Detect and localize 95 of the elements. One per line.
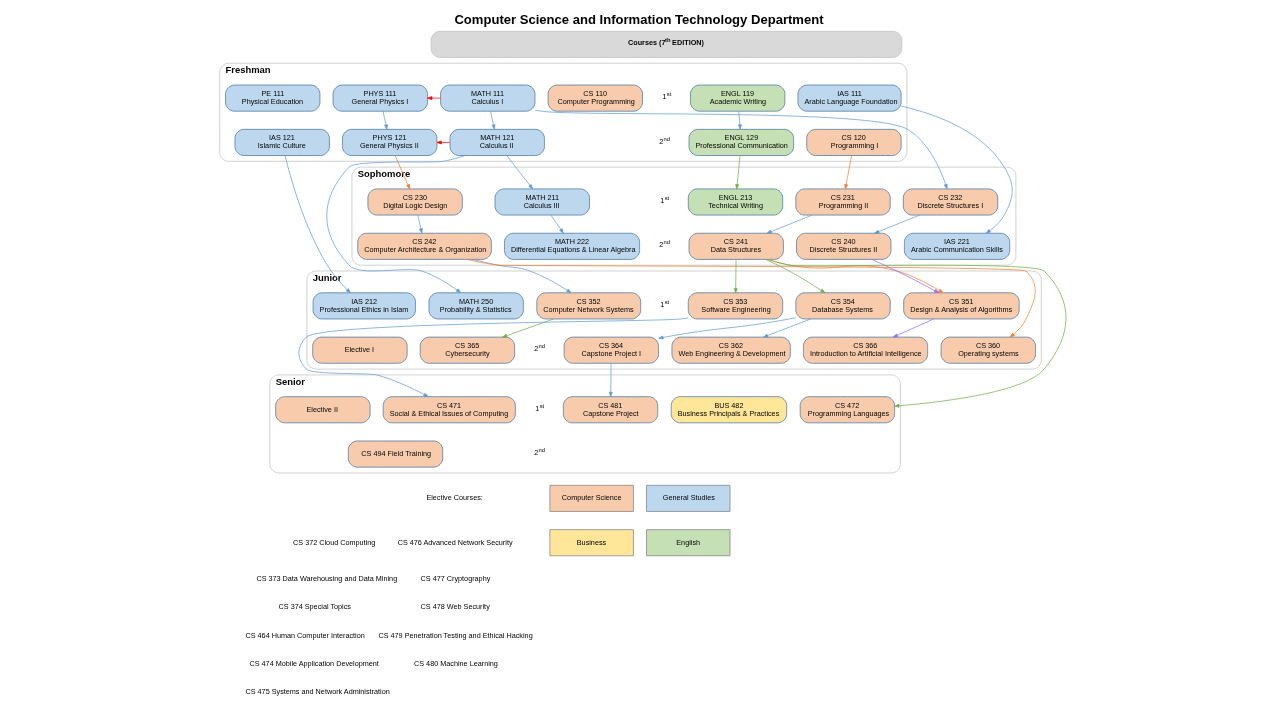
node-box: CS 364 Capstone Project I bbox=[563, 336, 659, 364]
arrow bbox=[427, 96, 441, 100]
node-box: BUS 482 Business Principals & Practices bbox=[670, 396, 788, 424]
node-box: CS 120 Programming I bbox=[806, 129, 902, 156]
arrow bbox=[608, 363, 613, 397]
arrow bbox=[436, 140, 451, 145]
legend-label: General Studies bbox=[662, 493, 715, 503]
node-box: CS 494 Field Training bbox=[347, 440, 444, 468]
node-box: Elective I bbox=[312, 336, 408, 364]
arrow bbox=[767, 259, 1067, 408]
node-box: PE 111 Physical Education bbox=[225, 84, 321, 112]
node-box: CS 481 Capstone Project bbox=[562, 396, 659, 424]
arrow bbox=[472, 259, 572, 294]
node-box: Elective II bbox=[275, 396, 371, 424]
label: CS 480 Machine Learning bbox=[414, 658, 498, 668]
node-box: CS 471 Social & Ethical Issues of Computing bbox=[382, 396, 516, 424]
node-box: CS 360 Operating systems bbox=[940, 336, 1036, 364]
arrow bbox=[765, 259, 826, 294]
arrow bbox=[844, 155, 852, 190]
label: 2$^{nd}$ bbox=[659, 239, 671, 250]
node-box: IAS 111 Arabic Language Foundation bbox=[797, 84, 902, 112]
node-box: IAS 121 Islamic Culture bbox=[234, 129, 330, 156]
arrow bbox=[502, 318, 555, 338]
node-box: PHYS 121 General Physics II bbox=[342, 129, 438, 156]
arrow bbox=[284, 155, 351, 294]
node-box: CS 354 Database Systems bbox=[795, 292, 891, 320]
node-box: CS 353 Software Engineering bbox=[687, 292, 784, 320]
label: CS 373 Data Warehousing and Data Mining bbox=[256, 573, 398, 583]
label: CS 478 Web Security bbox=[420, 602, 490, 612]
label: 1$^{st}$ bbox=[535, 402, 545, 413]
node-box: CS 352 Computer Network Systems bbox=[536, 292, 642, 320]
arrow bbox=[735, 155, 741, 190]
node-box: CS 362 Web Engineering & Development bbox=[671, 336, 791, 364]
label: 2$^{nd}$ bbox=[534, 447, 546, 458]
label: 1$^{st}$ bbox=[662, 91, 672, 102]
legend-label: Business bbox=[576, 537, 607, 547]
label: CS 476 Advanced Network Security bbox=[397, 537, 513, 547]
node-box: MATH 250 Probability & Statistics bbox=[428, 292, 524, 320]
arrow bbox=[467, 259, 1036, 338]
node-box: CS 365 Cybersecurity bbox=[419, 336, 516, 364]
node-box: CS 241 Data Structures bbox=[688, 232, 784, 260]
label: 1$^{st}$ bbox=[660, 195, 670, 206]
arrow bbox=[534, 109, 948, 190]
node-box: IAS 221 Arabic Communication Skills bbox=[904, 232, 1011, 260]
node-box: MATH 211 Calculus III bbox=[494, 188, 590, 216]
arrow bbox=[766, 214, 813, 234]
arrow bbox=[394, 155, 411, 190]
node-box: ENGL 129 Professional Communication bbox=[688, 129, 794, 156]
label: CS 372 Cloud Computing bbox=[293, 537, 376, 547]
arrow bbox=[763, 318, 811, 338]
node-box: MATH 222 Differential Equations & Linear Algebra bbox=[504, 232, 640, 260]
node-box: CS 240 Discrete Structures II bbox=[796, 232, 892, 260]
arrow bbox=[490, 110, 496, 130]
arrow bbox=[892, 318, 935, 338]
label: CS 479 Penetration Testing and Ethical Hacking bbox=[378, 630, 533, 640]
node-box: CS 242 Computer Architecture & Organization bbox=[357, 232, 492, 260]
arrow bbox=[767, 259, 944, 294]
node-box: CS 110 Computer Programming bbox=[547, 84, 643, 112]
arrow bbox=[506, 155, 534, 190]
node-box: MATH 111 Calculus I bbox=[440, 84, 536, 112]
arrow bbox=[658, 317, 796, 340]
diagram-title: Computer Science and Information Technology Department bbox=[454, 11, 824, 27]
arrow bbox=[298, 317, 689, 397]
arrow bbox=[417, 214, 423, 234]
node-box: CS 231 Programming II bbox=[795, 188, 891, 216]
arrow bbox=[733, 259, 738, 294]
node-box: ENGL 213 Technical Writing bbox=[687, 188, 784, 216]
label: 1$^{st}$ bbox=[660, 298, 670, 309]
node-box: CS 472 Programming Languages bbox=[799, 396, 895, 424]
label: 2$^{nd}$ bbox=[659, 135, 671, 146]
label: CS 474 Mobile Application Development bbox=[249, 658, 379, 668]
label: CS 475 Systems and Network Administration bbox=[245, 687, 390, 697]
arrow bbox=[874, 214, 920, 234]
node-box: ENGL 119 Academic Writing bbox=[690, 84, 786, 112]
node-box: IAS 212 Professional Ethics in Islam bbox=[312, 292, 416, 320]
node-box: PHYS 111 General Physics I bbox=[332, 84, 428, 112]
legend-label: Computer Science bbox=[561, 493, 622, 503]
arrow bbox=[900, 105, 1013, 234]
node-box: CS 230 Digital Logic Design bbox=[367, 188, 463, 216]
label: CS 477 Cryptography bbox=[420, 573, 491, 583]
label: Elective Courses: bbox=[426, 493, 483, 503]
label: 2$^{nd}$ bbox=[534, 343, 546, 354]
arrow bbox=[326, 155, 466, 294]
legend-label: English bbox=[676, 537, 701, 547]
node-box: CS 366 Introduction to Artificial Intelligence bbox=[803, 336, 928, 364]
label: CS 374 Special Topics bbox=[278, 602, 351, 612]
arrow bbox=[738, 110, 742, 130]
node-box: MATH 121 Calculus II bbox=[449, 129, 545, 156]
node-box: CS 232 Discrete Structures I bbox=[902, 188, 999, 216]
label: Courses (7$^{th}$ EDITION) bbox=[627, 37, 704, 48]
arrow bbox=[550, 214, 564, 234]
label: CS 464 Human Computer Interaction bbox=[245, 630, 365, 640]
arrow bbox=[382, 110, 388, 130]
node-box: CS 351 Design & Analysis of Algorithms bbox=[903, 292, 1020, 320]
arrow bbox=[871, 259, 940, 294]
